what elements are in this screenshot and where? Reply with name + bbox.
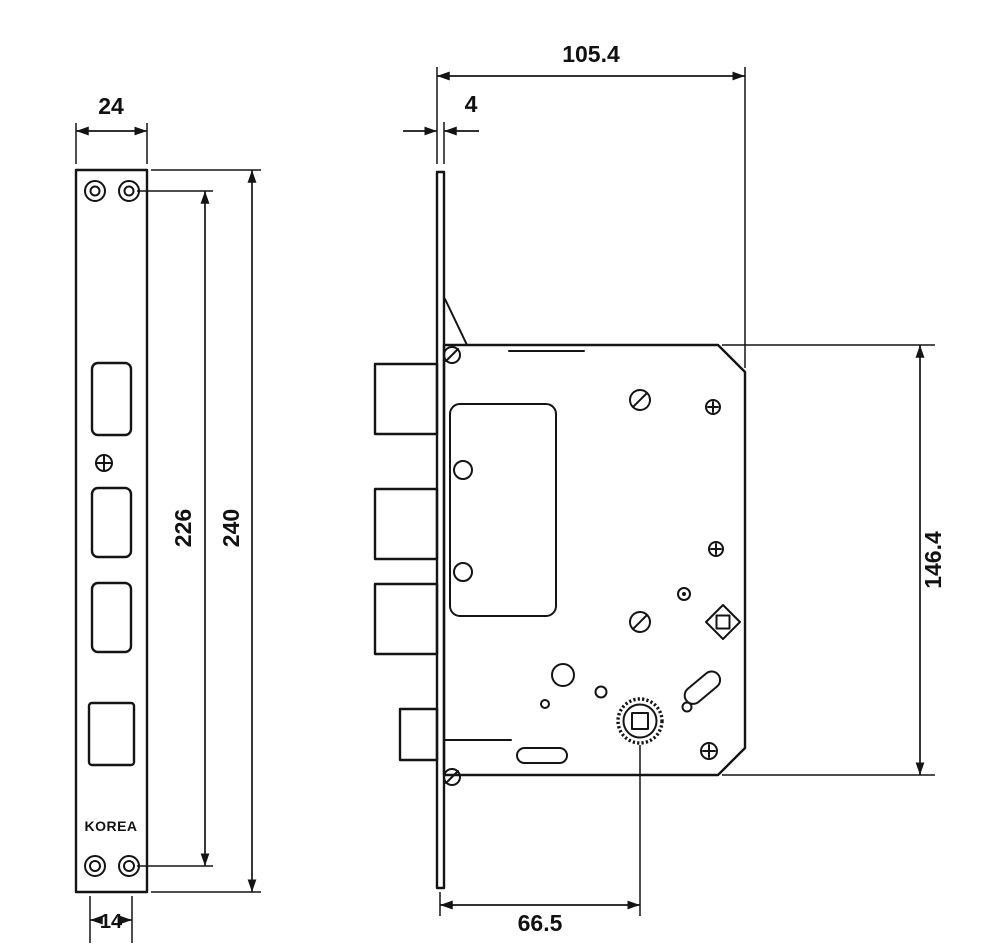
capsule-outline [683,670,722,705]
screw-head [443,768,461,786]
bolt-cutout-2 [90,486,133,559]
screw-head [443,346,461,364]
knurled-ring [616,697,664,745]
diamond-follower [705,604,741,640]
mounting-hole-inner [89,860,101,872]
pivot-pin-icon [677,587,691,601]
screw-head [705,399,721,415]
case-hole [551,663,575,687]
dimension-front-height: 240 [151,169,261,893]
spindle-square-hole [631,712,649,730]
screw-slot [632,614,648,630]
pin-center [682,592,686,596]
screw-slot [445,348,459,362]
screw-head [708,541,724,557]
slotted-screw-icon [629,611,651,633]
deadbolt-3 [373,582,439,656]
diamond-hole [715,614,731,630]
faceplate-screw-icon [443,768,461,786]
pin-ring [677,587,691,601]
latch-bolt [398,707,439,762]
dim-label-body-height: 146.4 [920,531,946,589]
mounting-hole [84,855,106,877]
faceplate-screw-icon [443,346,461,364]
slotted-screw-icon [629,389,651,411]
cross-screw-icon [708,541,724,557]
deadbolt-1 [373,362,439,436]
dimension-body-height: 146.4 [722,344,946,776]
dimension-front-width: 24 [75,93,148,164]
spring-capsule [683,670,722,705]
dimensions: 24 226 240 14 105.4 [75,41,946,943]
deadbolt-2 [373,487,439,561]
side-view [373,170,747,890]
dimension-spindle-offset: 66.5 [439,745,641,936]
dimension-front-hole-span: 226 [137,190,213,867]
panel-hole [453,460,473,480]
cross-screw-icon [705,399,721,415]
mounting-hole [84,180,106,202]
phillips-screw-icon [95,454,113,472]
screw-slot [632,392,648,408]
capsule-pin [681,701,693,713]
cross-screw-icon [700,742,718,760]
hub-ring [622,703,658,739]
dim-label-front-bottom-span: 14 [100,911,123,933]
diamond-outline [705,604,741,640]
spindle-hub [616,697,664,745]
case-hole-small [540,699,550,709]
mounting-hole-inner [123,185,135,197]
front-view: KOREA [74,168,149,894]
dim-label-spindle-offset: 66.5 [518,910,563,936]
case-hole-small [594,685,608,699]
bolt-cutout-1 [90,361,133,437]
dimension-body-width: 105.4 [436,41,746,368]
bolt-cutout-3 [90,581,133,654]
dim-label-plate-thickness: 4 [465,91,478,117]
dim-label-body-width: 105.4 [562,41,620,67]
dim-label-front-hole-span: 226 [170,509,196,547]
screw-head [700,742,718,760]
screw-head [629,389,651,411]
mounting-hole-inner [89,185,101,197]
oblong-slot [516,747,568,764]
dimension-front-bottom-span: 14 [89,896,133,943]
dim-label-front-width: 24 [98,93,124,119]
mounting-hole-inner [123,860,135,872]
brand-stamp: KOREA [84,818,137,834]
faceplate-front [74,168,149,894]
bolt-carrier-panel [449,403,557,617]
screw-head [629,611,651,633]
screw-slot [445,770,459,784]
panel-hole [453,562,473,582]
lever-line [444,298,468,346]
dim-label-front-height: 240 [218,509,244,547]
latch-cutout [87,701,136,767]
dimension-plate-thickness: 4 [403,91,479,164]
